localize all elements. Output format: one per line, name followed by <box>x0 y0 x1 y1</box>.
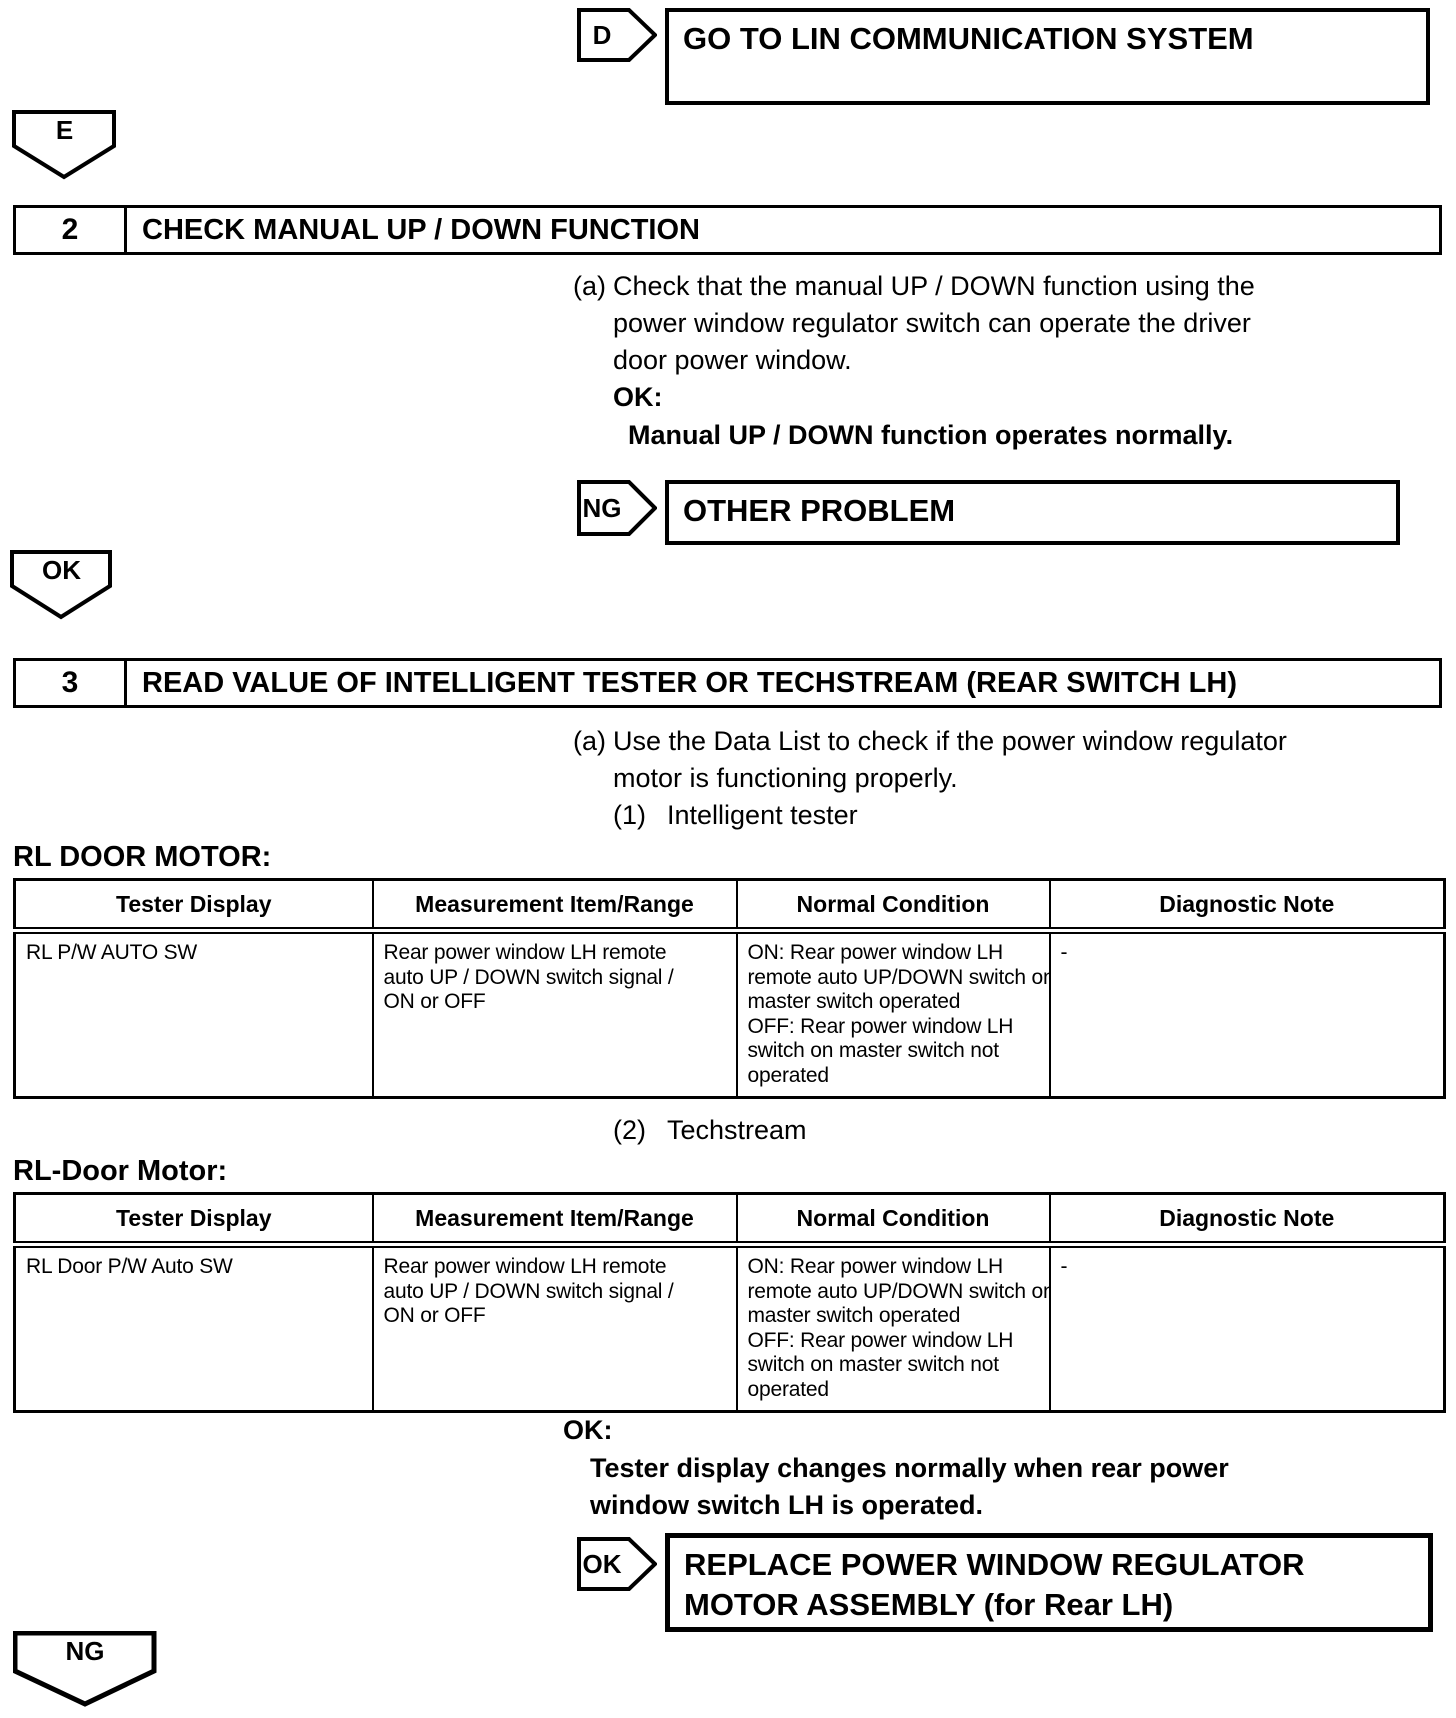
connector-ok-pentagon: OK <box>10 550 113 620</box>
connector-e-label: E <box>55 115 74 145</box>
col-measurement-item-range: Measurement Item/Range <box>371 1192 738 1248</box>
table-header-row: Tester Display Measurement Item/Range No… <box>13 878 1446 934</box>
ok-label: OK: <box>613 382 663 412</box>
ok-text: Tester display changes normally when rea… <box>590 1452 1229 1521</box>
connector-ng-label: NG <box>582 492 622 523</box>
down-pentagon-icon <box>12 110 116 180</box>
action-box-other-problem: OTHER PROBLEM <box>665 480 1400 545</box>
cell-tester-display: RL Door P/W Auto SW <box>13 1243 374 1413</box>
step-2-number: 2 <box>16 208 127 252</box>
data-table-rl-door-motor: Tester Display Measurement Item/Range No… <box>13 878 1446 1099</box>
table-row: RL Door P/W Auto SW Rear power window LH… <box>13 1243 1446 1413</box>
down-pentagon-icon <box>10 550 112 620</box>
cell-tester-display: RL P/W AUTO SW <box>13 929 374 1099</box>
step-3-sub-item-2: (2) Techstream <box>613 1112 1313 1149</box>
col-normal-condition: Normal Condition <box>735 1192 1051 1248</box>
col-diagnostic-note: Diagnostic Note <box>1048 1192 1446 1248</box>
table-1-heading: RL DOOR MOTOR: <box>13 841 272 873</box>
item-text: Check that the manual UP / DOWN function… <box>613 271 1255 375</box>
table-row: RL P/W AUTO SW Rear power window LH remo… <box>13 929 1446 1099</box>
down-pentagon-icon <box>13 1631 157 1707</box>
step-2-ok-criteria: OK: Manual UP / DOWN function operates n… <box>613 379 1373 454</box>
connector-ng-arrow: NG <box>577 480 657 536</box>
cell-measurement: Rear power window LH remote auto UP / DO… <box>371 929 738 1099</box>
step-3-title: READ VALUE OF INTELLIGENT TESTER OR TECH… <box>142 666 1237 699</box>
step-2-title: CHECK MANUAL UP / DOWN FUNCTION <box>142 213 700 246</box>
item-marker: (a) <box>573 271 606 301</box>
connector-ok-arrow-label: OK <box>582 1548 622 1579</box>
connector-ok-arrow: OK <box>577 1537 657 1591</box>
connector-ng-pentagon: NG <box>13 1631 157 1707</box>
col-tester-display: Tester Display <box>13 1192 374 1248</box>
item-text: Use the Data List to check if the power … <box>613 726 1287 793</box>
connector-e-pentagon: E <box>12 110 117 180</box>
connector-d-label: D <box>592 19 612 50</box>
ok-text: Manual UP / DOWN function operates norma… <box>628 419 1234 450</box>
cell-measurement: Rear power window LH remote auto UP / DO… <box>371 1243 738 1413</box>
sub-item-text: Intelligent tester <box>667 800 858 830</box>
sub-item-marker: (2) <box>613 1115 646 1145</box>
cell-diagnostic-note: - <box>1048 1243 1446 1413</box>
step-2-item-a: (a) Check that the manual UP / DOWN func… <box>573 268 1363 379</box>
sub-item-text: Techstream <box>667 1115 807 1145</box>
connector-ng-bottom-label: NG <box>65 1636 105 1666</box>
right-arrow-icon <box>577 8 657 62</box>
step-3-header: 3 READ VALUE OF INTELLIGENT TESTER OR TE… <box>13 658 1442 708</box>
step-3-ok-criteria: OK: Tester display changes normally when… <box>563 1412 1363 1525</box>
step-2-header: 2 CHECK MANUAL UP / DOWN FUNCTION <box>13 205 1442 255</box>
connector-ok-label: OK <box>42 555 81 585</box>
action-box-replace-motor: REPLACE POWER WINDOW REGULATOR MOTOR ASS… <box>665 1533 1433 1632</box>
data-table-rl-door-motor-techstream: Tester Display Measurement Item/Range No… <box>13 1192 1446 1413</box>
col-tester-display: Tester Display <box>13 878 374 934</box>
item-marker: (a) <box>573 726 606 756</box>
sub-item-marker: (1) <box>613 800 646 830</box>
action-box-go-to-lin: GO TO LIN COMMUNICATION SYSTEM <box>665 8 1430 105</box>
cell-normal-condition: ON: Rear power window LH remote auto UP/… <box>735 1243 1051 1413</box>
connector-d-arrow: D <box>577 8 657 62</box>
ok-label: OK: <box>563 1415 613 1445</box>
step-3-number: 3 <box>16 661 127 705</box>
cell-diagnostic-note: - <box>1048 929 1446 1099</box>
right-arrow-icon <box>577 480 657 536</box>
step-3-sub-item-1: (1) Intelligent tester <box>613 797 1313 834</box>
col-measurement-item-range: Measurement Item/Range <box>371 878 738 934</box>
step-3-item-a: (a) Use the Data List to check if the po… <box>573 723 1393 797</box>
table-2-heading: RL-Door Motor: <box>13 1155 228 1187</box>
table-header-row: Tester Display Measurement Item/Range No… <box>13 1192 1446 1248</box>
col-normal-condition: Normal Condition <box>735 878 1051 934</box>
col-diagnostic-note: Diagnostic Note <box>1048 878 1446 934</box>
cell-normal-condition: ON: Rear power window LH remote auto UP/… <box>735 929 1051 1099</box>
right-arrow-icon <box>577 1537 657 1591</box>
